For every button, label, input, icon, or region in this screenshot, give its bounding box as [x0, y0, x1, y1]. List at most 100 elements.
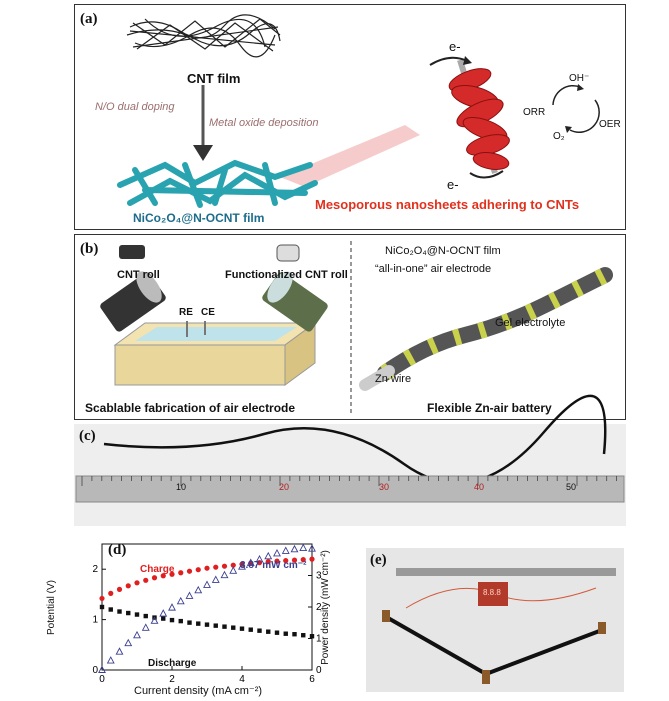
discharge-point [134, 612, 140, 617]
panel-b-label: (b) [80, 241, 99, 257]
ruler-mark-40: 40 [474, 482, 485, 492]
power-density-point [299, 543, 308, 552]
discharge-point [187, 620, 192, 625]
cnt-film-label: CNT film [187, 71, 241, 86]
power-density-point [141, 623, 150, 631]
power-density-point [246, 558, 255, 566]
power-density-point [255, 554, 264, 563]
discharge-point [301, 633, 306, 638]
power-density-point [124, 638, 133, 647]
charge-point [309, 556, 315, 562]
panel-a: (a) [74, 4, 626, 230]
panel-d-label: (d) [108, 542, 127, 558]
gel-label: Gel electrolyte [495, 317, 566, 329]
power-density-point [229, 566, 238, 574]
x-tick-label: 2 [169, 674, 175, 685]
discharge-point [204, 622, 210, 627]
charge-point [230, 562, 236, 568]
charge-series-label: Charge [140, 564, 175, 575]
ce-label: CE [201, 307, 215, 318]
functionalized-roll-illustration [262, 271, 328, 332]
discharge-point [213, 623, 218, 628]
power-density-point [211, 575, 220, 583]
power-density-point [238, 562, 246, 570]
power-density-point [308, 544, 316, 552]
power-density-point [281, 546, 290, 554]
func-roll-label: Functionalized CNT roll [225, 269, 348, 281]
charge-point [204, 565, 210, 571]
charge-point [283, 558, 289, 564]
panel-b-drawing [100, 241, 613, 415]
charge-point [125, 583, 131, 589]
panel-b: (b) CNT roll Functionalized CNT roll RE … [74, 234, 626, 420]
power-density-point [150, 616, 159, 624]
fab-caption: Scablable fabrication of air electrode [85, 401, 296, 415]
nanosheet-cluster [448, 68, 510, 170]
doping-label: N/O dual doping [95, 101, 175, 113]
cnt-film-illustration [126, 14, 281, 58]
power-density-point [159, 609, 168, 617]
discharge-series-label: Discharge [148, 658, 197, 669]
charge-point [151, 575, 158, 581]
discharge-point [222, 624, 227, 629]
charge-point [143, 577, 149, 583]
film-label: NiCo₂O₄@N-OCNT film [385, 245, 501, 257]
battery-caption: Flexible Zn-air battery [427, 401, 552, 415]
zn-label: Zn wire [375, 373, 412, 385]
charge-point [116, 586, 123, 592]
power-density-point [264, 551, 273, 560]
discharge-point [231, 625, 236, 630]
charge-point [178, 570, 184, 576]
discharge-point [108, 607, 113, 612]
power-density-point [203, 580, 211, 588]
charge-point [291, 557, 298, 563]
discharge-point [257, 628, 262, 633]
power-density-point [133, 630, 141, 639]
peak-power-annotation: 3.87 mW cm⁻² [240, 560, 307, 571]
discharge-point [292, 632, 297, 637]
charge-point [169, 571, 175, 577]
y-right-axis-label: Power density (mW cm⁻²) [319, 550, 331, 665]
discharge-point [99, 604, 105, 610]
discharge-point [196, 621, 201, 626]
product-label: NiCo₂O₄@N-OCNT film [133, 211, 265, 225]
discharge-point [126, 610, 131, 616]
charge-point [195, 567, 201, 573]
y-tick-label: 0 [92, 665, 98, 676]
cnt-roll-illustration [100, 271, 166, 332]
discharge-point [178, 618, 183, 624]
charge-point [134, 580, 140, 586]
x-axis-label: Current density (mA cm⁻²) [134, 685, 263, 697]
discharge-point [117, 609, 122, 614]
discharge-point [161, 616, 166, 621]
ruler-mark-30: 30 [379, 482, 390, 492]
discharge-point [248, 627, 253, 632]
x-tick-label: 4 [239, 674, 245, 685]
charge-point [186, 568, 193, 574]
charge-point [256, 560, 263, 566]
electron-top-label: e- [449, 39, 461, 54]
panel-a-label: (a) [80, 11, 98, 27]
charge-point [99, 595, 105, 602]
power-density-point [194, 585, 203, 594]
charge-point [221, 563, 228, 569]
y-axis-label: Potential (V) [46, 579, 58, 636]
discharge-point [309, 634, 315, 639]
discharge-point [274, 630, 280, 635]
power-density-point [220, 570, 229, 579]
led-display-text: 8.8.8 [483, 588, 501, 597]
power-density-point [115, 647, 124, 655]
discharge-point [143, 613, 148, 619]
power-density-point [273, 548, 281, 557]
power-density-point [168, 603, 176, 611]
power-density-point [106, 656, 115, 664]
panel-c-drawing [75, 394, 625, 503]
panel-c: (c) 10 20 30 40 50 [74, 394, 626, 526]
power-density-point [290, 544, 299, 553]
charge-point [265, 559, 271, 565]
electron-bottom-label: e- [447, 177, 459, 192]
panel-e-drawing [382, 568, 616, 684]
panel-c-label: (c) [79, 428, 96, 444]
charge-point [213, 564, 219, 570]
panel-e-label: (e) [370, 552, 387, 568]
